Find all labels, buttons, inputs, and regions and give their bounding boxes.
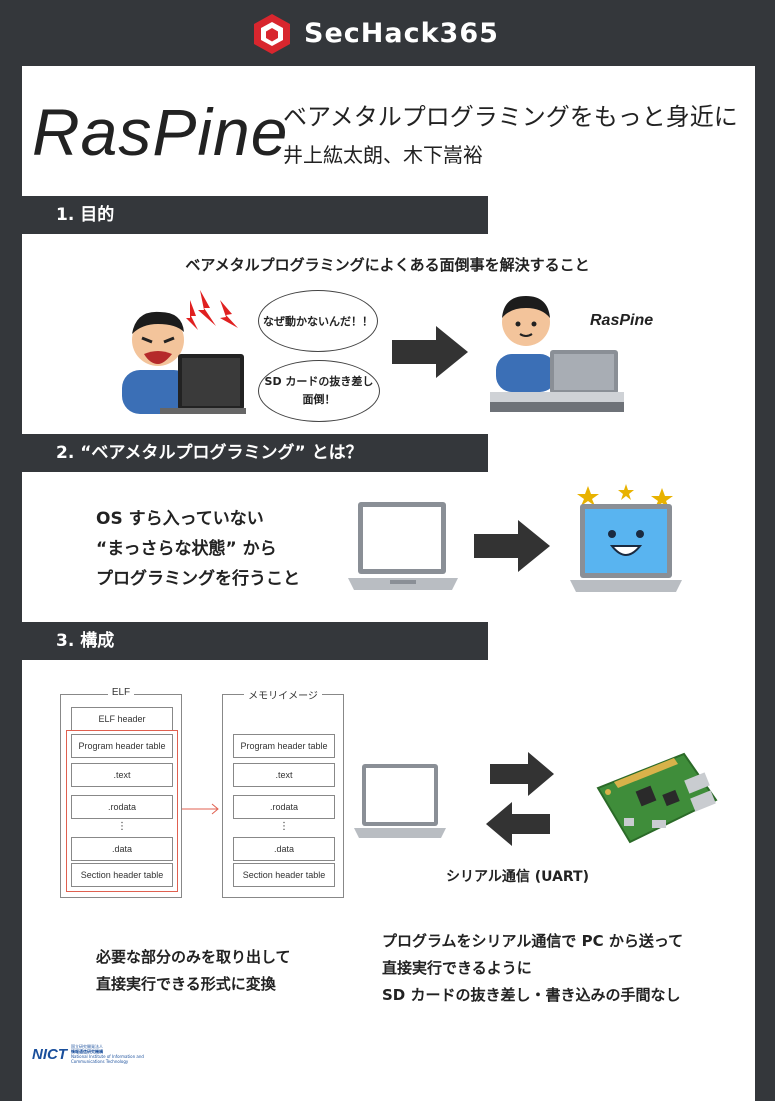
elf-box-text: .text: [71, 763, 173, 787]
bare-metal-line-3: プログラミングを行うこと: [96, 569, 300, 589]
poster-title: RasPine: [32, 95, 289, 169]
memory-image-frame: メモリイメージ Program header table .text .roda…: [222, 691, 344, 898]
speech-bubble-sd-card-line1: SD カードの抜き差し: [264, 375, 374, 388]
serial-line-3: SD カードの抜き差し・書き込みの手間なし: [382, 986, 681, 1004]
mem-box-rodata: .rodata: [233, 795, 335, 819]
serial-line-2: 直接実行できるように: [382, 959, 532, 977]
serial-label: シリアル通信 (UART): [446, 869, 590, 885]
nict-text-1: 国立研究開発法人: [71, 1044, 103, 1049]
nict-text-3: National Institute of Information and: [71, 1054, 144, 1059]
arrow-right-icon: [474, 520, 550, 572]
raspine-label: RasPine: [590, 312, 654, 329]
nict-logo-mark: NICT: [32, 1045, 67, 1063]
happy-laptop-icon: [570, 484, 682, 592]
elf-label: ELF: [61, 687, 181, 698]
purpose-headline: ベアメタルプログラミングによくある面倒事を解決すること: [185, 256, 590, 274]
conversion-description: 必要な部分のみを取り出して 直接実行できる形式に変換: [96, 944, 291, 998]
elf-box-program-header: Program header table: [71, 734, 173, 758]
serial-line-1: プログラムをシリアル通信で PC から送って: [382, 932, 684, 950]
nict-text-2: 情報通信研究機構: [71, 1049, 103, 1054]
elf-box-rodata: .rodata: [71, 795, 173, 819]
elf-box-data: .data: [71, 837, 173, 861]
conversion-line-1: 必要な部分のみを取り出して: [96, 948, 291, 966]
conversion-arrow-icon: [182, 803, 219, 815]
section-heading-structure: 3. 構成: [22, 622, 488, 660]
arrow-right-icon: [392, 326, 468, 378]
elf-box-elf-header: ELF header: [71, 707, 173, 731]
poster-subtitle: ベアメタルプログラミングをもっと身近に: [283, 103, 738, 131]
mem-box-program-header: Program header table: [233, 734, 335, 758]
elf-ellipsis: ⋮: [117, 821, 127, 832]
serial-description: プログラムをシリアル通信で PC から送って 直接実行できるように SD カード…: [382, 928, 683, 1009]
mem-box-text: .text: [233, 763, 335, 787]
section-heading-bare-metal: 2. “ベアメタルプログラミング” とは？: [22, 434, 488, 472]
speech-bubble-why: なぜ動かないんだ！！: [258, 290, 378, 352]
blank-laptop-icon: [348, 502, 458, 590]
pc-laptop-icon: [354, 764, 446, 838]
poster-authors: 井上紘太朗、木下嵩裕: [283, 143, 483, 167]
frustrated-person-icon: [122, 290, 246, 414]
sechack-logo-icon: [254, 14, 290, 54]
mem-box-data: .data: [233, 837, 335, 861]
brand-name: SecHack365: [304, 18, 499, 49]
nict-text-4: Communications Technology: [71, 1059, 129, 1064]
arrow-left-icon: [486, 802, 550, 846]
speech-bubble-sd-card-line2: 面倒！: [302, 393, 336, 406]
bare-metal-line-2: “まっさらな状態” から: [96, 539, 277, 559]
bare-metal-line-1: OS すら入っていない: [96, 509, 264, 529]
speech-bubble-sd-card: SD カードの抜き差し 面倒！: [258, 360, 380, 422]
mem-box-section-header: Section header table: [233, 863, 335, 887]
nict-logo-text: 国立研究開発法人 情報通信研究機構 National Institute of …: [71, 1044, 144, 1064]
elf-load-region-highlight: [66, 730, 178, 892]
raspberry-pi-board-icon: [596, 752, 718, 844]
elf-box-section-header: Section header table: [71, 863, 173, 887]
nict-logo: NICT 国立研究開発法人 情報通信研究機構 National Institut…: [32, 1044, 144, 1064]
section-heading-purpose: 1. 目的: [22, 196, 488, 234]
arrow-right-icon: [490, 752, 554, 796]
memory-image-label: メモリイメージ: [223, 687, 343, 702]
conversion-line-2: 直接実行できる形式に変換: [96, 975, 276, 993]
mem-ellipsis: ⋮: [279, 821, 289, 832]
bare-metal-description: OS すら入っていない “まっさらな状態” から プログラミングを行うこと: [96, 504, 300, 594]
happy-person-icon: [490, 296, 624, 412]
elf-frame: ELF ELF header Program header table .tex…: [60, 687, 182, 898]
